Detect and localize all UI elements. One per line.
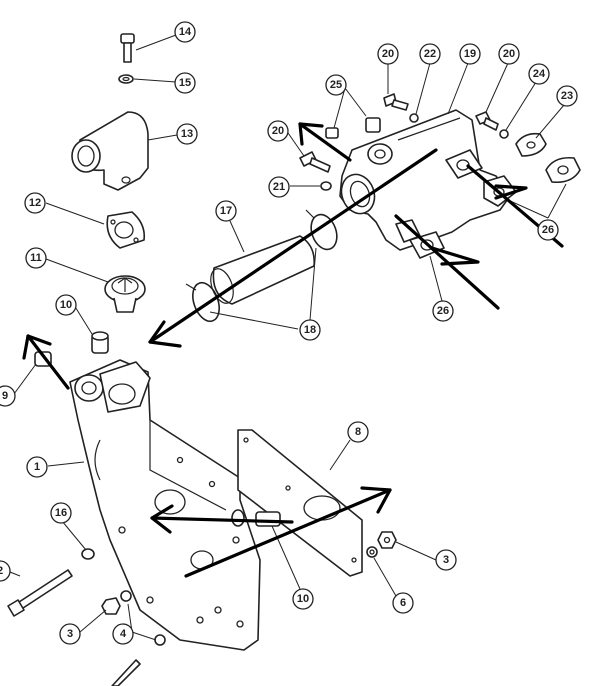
svg-text:20: 20 [382,48,394,60]
callout-24: 24 [528,63,550,85]
washer-part-15 [118,74,134,84]
callout-26-lower: 26 [432,300,454,322]
svg-text:8: 8 [355,426,361,438]
svg-text:22: 22 [424,48,436,60]
svg-text:2: 2 [0,565,3,577]
nut-part-3-right [377,531,397,549]
callout-22: 22 [419,43,441,65]
svg-text:9: 9 [2,390,8,402]
nut-part-3-left [101,597,121,615]
svg-text:23: 23 [561,90,573,102]
thermostat-part-11 [104,275,146,313]
plug-part-10-upper [91,331,109,354]
plug-part-25 [325,117,381,139]
svg-text:21: 21 [273,181,285,193]
callout-11: 11 [25,247,47,269]
svg-text:19: 19 [464,48,476,60]
svg-text:25: 25 [330,79,342,91]
svg-text:20: 20 [272,125,284,137]
callout-25: 25 [325,74,347,96]
callout-16: 16 [50,502,72,524]
svg-text:6: 6 [400,597,406,609]
callout-3-right: 3 [435,549,457,571]
manifold-part-19 [339,109,517,259]
gasket-part-12 [106,211,146,249]
svg-text:24: 24 [533,68,546,80]
callout-20-right: 20 [498,43,520,65]
washer-part-24 [499,129,509,139]
svg-text:12: 12 [29,197,41,209]
svg-text:13: 13 [181,128,193,140]
callout-19: 19 [459,43,481,65]
washer-part-22 [409,113,419,123]
svg-text:10: 10 [60,299,72,311]
callout-21: 21 [268,176,290,198]
callout-13: 13 [176,123,198,145]
svg-text:20: 20 [503,48,515,60]
svg-text:3: 3 [443,554,449,566]
svg-text:16: 16 [55,507,67,519]
nipple-part-10-lower [231,509,281,527]
callout-1: 1 [26,456,48,478]
washer-part-16 [81,548,95,560]
housing-part-1 [69,359,261,651]
svg-text:26: 26 [437,305,449,317]
svg-text:18: 18 [304,324,316,336]
callout-20-top: 20 [377,43,399,65]
callout-26-right: 26 [537,219,559,241]
callout-23: 23 [556,85,578,107]
callout-10-upper: 10 [55,294,77,316]
bolt-part-20-right [475,111,499,131]
callout-6: 6 [392,592,414,614]
svg-text:3: 3 [67,628,73,640]
callout-18: 18 [299,319,321,341]
svg-text:10: 10 [297,593,309,605]
svg-text:14: 14 [179,26,192,38]
svg-text:4: 4 [120,628,127,640]
callout-3-left: 3 [59,623,81,645]
callout-2: 2 [0,560,11,582]
callout-14: 14 [174,21,196,43]
washer-part-6 [366,546,378,558]
washers-part-4 [120,590,166,646]
svg-text:1: 1 [34,461,40,473]
callout-10-lower: 10 [292,588,314,610]
bolt-part-14 [120,33,135,63]
elbow-part-13 [71,111,149,191]
svg-text:26: 26 [542,224,554,236]
callout-20-left: 20 [267,120,289,142]
callout-15: 15 [174,72,196,94]
callout-12: 12 [24,192,46,214]
bolt-part-20-top [383,93,409,111]
long-bolt-part-2 [7,569,73,617]
callout-9: 9 [0,385,16,407]
washer-part-21 [320,181,332,191]
callout-17: 17 [215,200,237,222]
bolt-part-20-left [299,151,331,173]
gasket-part-26-right [545,156,581,184]
plate-part-8 [237,429,363,577]
svg-text:17: 17 [220,205,232,217]
gasket-part-23 [515,132,547,157]
callout-4: 4 [112,623,134,645]
hose-clamps-part-18 [185,209,338,323]
hose-part-17 [210,235,316,305]
svg-text:11: 11 [30,252,42,264]
stud-bottom [111,659,141,686]
callout-8: 8 [347,421,369,443]
svg-text:15: 15 [179,77,191,89]
